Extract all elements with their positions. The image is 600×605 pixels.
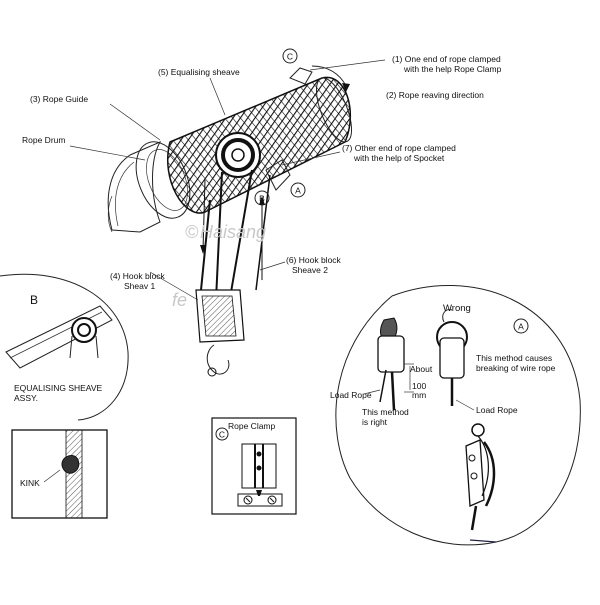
reaving-arrow	[311, 65, 347, 87]
label-wrong: Wrong	[443, 303, 471, 314]
label-one-end-1: (1) One end of rope clamped	[392, 54, 501, 64]
rope-clamp-label: Rope Clamp	[228, 421, 276, 431]
label-equalising-sheave: (5) Equalising sheave	[158, 67, 240, 77]
detail-b-caption-1: EQUALISING SHEAVE	[14, 383, 103, 393]
detail-a-marker: A	[518, 322, 524, 332]
equalising-sheave	[215, 132, 261, 178]
label-about: About	[410, 364, 433, 374]
wrong-method-socket	[436, 309, 468, 406]
right-method-socket	[377, 317, 414, 411]
label-other-end-1: (7) Other end of rope clamped	[342, 143, 456, 153]
label-causes-2: breaking of wire rope	[476, 363, 556, 373]
kink-label: KINK	[20, 478, 40, 488]
marker-b-main: B	[254, 190, 270, 206]
watermark-fe: fe	[172, 290, 187, 310]
rope-drum-assembly	[107, 65, 353, 377]
detail-b-equalising-sheave: B EQUALISING SHEAVE ASSY.	[0, 273, 129, 421]
label-rope-guide: (3) Rope Guide	[30, 94, 88, 104]
label-hook-block-4-1: (4) Hook block	[110, 271, 166, 281]
label-mm: mm	[412, 390, 426, 400]
hook-block	[195, 289, 245, 377]
label-100: 100	[412, 381, 426, 391]
kink-detail: KINK	[11, 429, 108, 519]
hoist-ropes	[199, 169, 271, 301]
label-other-end-2: with the help of Spocket	[353, 153, 445, 163]
detail-b-caption-2: ASSY.	[14, 393, 38, 403]
label-right-1: This method	[362, 407, 409, 417]
marker-b-label: B	[259, 194, 265, 204]
label-load-rope-left: Load Rope	[330, 390, 372, 400]
rope-fitting-detail	[465, 423, 496, 531]
rope-clamp-top	[289, 67, 313, 85]
rope-clamp-detail: C Rope Clamp	[211, 417, 297, 515]
label-hook-block-6-1: (6) Hook block	[286, 255, 342, 265]
label-reaving: (2) Rope reaving direction	[386, 90, 484, 100]
detail-a-rope-method: A Wrong About 100 mm Load Rope This meth…	[330, 285, 581, 546]
marker-c-label: C	[287, 52, 293, 62]
label-rope-drum: Rope Drum	[22, 135, 65, 145]
label-load-rope-right: Load Rope	[476, 405, 518, 415]
marker-a-label: A	[295, 186, 301, 196]
label-hook-block-4-2: Sheav 1	[124, 281, 155, 291]
watermark-copyright: ©	[185, 222, 199, 242]
label-one-end-2: with the help Rope Clamp	[403, 64, 502, 74]
marker-c-top: C	[282, 48, 298, 64]
label-hook-block-6-2: Sheave 2	[292, 265, 328, 275]
label-causes-1: This method causes	[476, 353, 552, 363]
leader-lines	[69, 59, 386, 301]
marker-a-main: A	[290, 182, 306, 198]
detail-b-letter: B	[30, 293, 38, 307]
label-right-2: is right	[362, 417, 388, 427]
watermark-brand: Haisang	[200, 222, 266, 242]
clamp-marker-c: C	[219, 430, 225, 440]
